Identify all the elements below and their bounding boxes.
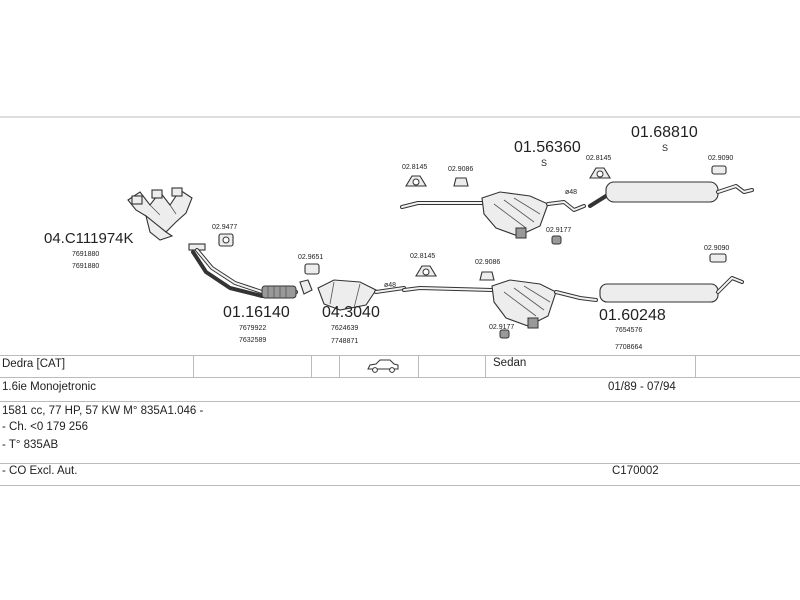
vehicle-body: Sedan (493, 357, 527, 369)
catalyst-code: 04.3040 (322, 304, 380, 321)
catalyst-ref-2: 7748871 (331, 338, 358, 345)
rear-silencer-bottom-ref-2: 7708664 (615, 344, 642, 351)
middle-silencer-bottom (402, 279, 598, 329)
middle-silencer-top (400, 191, 586, 239)
vehicle-years: 01/89 - 07/94 (608, 381, 676, 393)
catalytic-converter (299, 279, 406, 311)
row-specs: 1581 cc, 77 HP, 57 KW M° 835A1.046 - - C… (0, 401, 800, 463)
manifold-ref-2: 7691880 (72, 263, 99, 270)
manifold-ref-1: 7691880 (72, 251, 99, 258)
car-sedan-icon (366, 359, 400, 376)
catalog-code: C170002 (612, 465, 659, 477)
hanger-bottom-mid-code: 02.9177 (489, 324, 514, 331)
front-pipe-ref-1: 7679922 (239, 325, 266, 332)
bracket-top-1 (405, 175, 427, 187)
hanger-bottom-1 (479, 271, 495, 281)
vehicle-engine: 1.6ie Monojetronic (2, 381, 96, 393)
vehicle-specs: 1581 cc, 77 HP, 57 KW M° 835A1.046 - (2, 405, 204, 417)
bracket-top-2 (589, 167, 611, 179)
rear-silencer-bottom (599, 276, 744, 303)
hanger-top-1-code: 02.9086 (448, 166, 473, 173)
col-divider (695, 355, 696, 377)
rear-silencer-bottom-ref-1: 7654576 (615, 327, 642, 334)
diameter-top: ø48 (565, 189, 577, 196)
hanger-top-rear (711, 165, 727, 175)
middle-silencer-top-suffix: S (541, 158, 547, 168)
exhaust-manifold (127, 187, 193, 241)
middle-silencer-top-code: 01.56360 (514, 139, 581, 156)
bracket-bottom-1-code: 02.8145 (410, 253, 435, 260)
hanger-bottom-rear (709, 253, 727, 263)
row-model: Dedra [CAT] Sedan (0, 355, 800, 377)
row-engine: 1.6ie Monojetronic 01/89 - 07/94 (0, 377, 800, 401)
col-divider (339, 355, 340, 377)
bracket-top-1-code: 02.8145 (402, 164, 427, 171)
vehicle-chassis: - Ch. <0 179 256 (2, 421, 88, 433)
front-pipe (188, 243, 298, 299)
rear-silencer-top-suffix: S (662, 143, 668, 153)
col-divider (311, 355, 312, 377)
vehicle-type: - T° 835AB (2, 439, 59, 451)
bracket-bottom-1 (415, 265, 437, 277)
row-note: - CO Excl. Aut. C170002 (0, 463, 800, 485)
gasket-front-code: 02.9477 (212, 224, 237, 231)
hanger-top-1 (453, 177, 469, 187)
bracket-top-2-code: 02.8145 (586, 155, 611, 162)
hanger-bottom-1-code: 02.9086 (475, 259, 500, 266)
col-divider (193, 355, 194, 377)
row-divider (0, 463, 800, 464)
clamp-cat (304, 263, 320, 275)
row-divider (0, 401, 800, 402)
diameter-bottom: ø48 (384, 282, 396, 289)
col-divider (418, 355, 419, 377)
hanger-bottom-rear-code: 02.9090 (704, 245, 729, 252)
rear-silencer-top (588, 181, 754, 208)
col-divider (485, 355, 486, 377)
hanger-bottom-mid (499, 329, 510, 339)
vehicle-note: - CO Excl. Aut. (2, 465, 78, 477)
catalyst-ref-1: 7624639 (331, 325, 358, 332)
row-divider (0, 355, 800, 356)
gasket-front (218, 233, 234, 247)
front-pipe-ref-2: 7632589 (239, 337, 266, 344)
rear-silencer-bottom-code: 01.60248 (599, 307, 666, 324)
hanger-top-mid (551, 235, 562, 245)
rear-silencer-top-code: 01.68810 (631, 124, 698, 141)
row-divider (0, 485, 800, 486)
vehicle-model: Dedra [CAT] (2, 358, 66, 370)
row-divider (0, 377, 800, 378)
hanger-top-mid-code: 02.9177 (546, 227, 571, 234)
hanger-top-rear-code: 02.9090 (708, 155, 733, 162)
manifold-code: 04.C111974K (44, 230, 134, 247)
front-pipe-code: 01.16140 (223, 304, 290, 321)
clamp-cat-code: 02.9651 (298, 254, 323, 261)
